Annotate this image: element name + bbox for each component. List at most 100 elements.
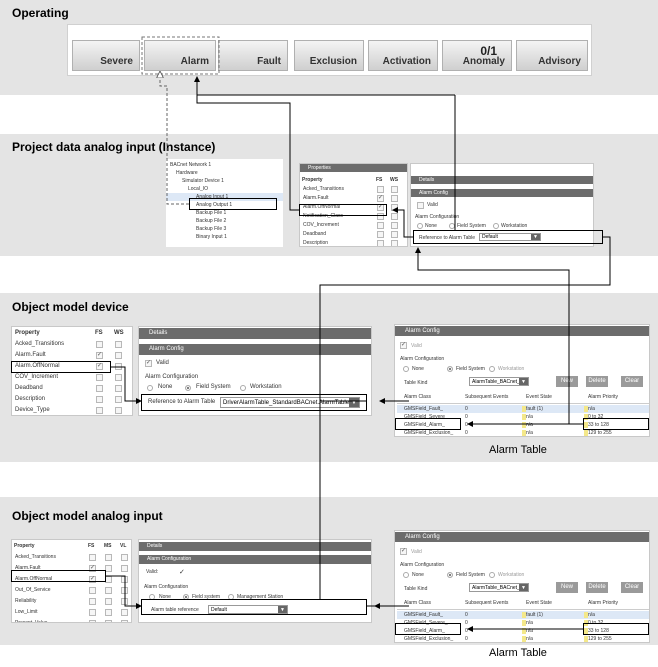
- prop-checkbox[interactable]: [121, 609, 128, 616]
- prop-checkbox[interactable]: ✓: [96, 352, 103, 359]
- analog-details-header[interactable]: Details: [139, 542, 371, 551]
- tree-item[interactable]: Analog Input 1: [166, 193, 283, 201]
- tree-item[interactable]: Backup File 1: [166, 209, 283, 217]
- prop-checkbox[interactable]: [89, 587, 96, 594]
- prop-checkbox[interactable]: ✓: [89, 576, 96, 583]
- prop-checkbox[interactable]: [121, 554, 128, 561]
- device_table-header[interactable]: Alarm Config: [395, 326, 649, 336]
- project-valid-checkbox[interactable]: [417, 202, 424, 209]
- analog_table-radio[interactable]: [489, 572, 495, 578]
- project-ref-dropdown[interactable]: Default▼: [479, 233, 541, 241]
- operating-button-fault[interactable]: Fault: [218, 40, 288, 71]
- project-radio-none[interactable]: [417, 223, 423, 229]
- prop-checkbox[interactable]: [89, 609, 96, 616]
- tree-item[interactable]: Backup File 3: [166, 225, 283, 233]
- project-alarm-config-header[interactable]: Alarm Config: [411, 189, 593, 197]
- prop-checkbox[interactable]: [89, 554, 96, 561]
- tree-item[interactable]: Analog Output 1: [166, 201, 283, 209]
- device_table-delete-button[interactable]: Delete: [586, 376, 608, 387]
- device_table-new-button[interactable]: New: [556, 376, 578, 387]
- prop-checkbox[interactable]: [377, 186, 384, 193]
- analog_table-valid-checkbox[interactable]: ✓: [400, 548, 407, 555]
- prop-checkbox[interactable]: [96, 407, 103, 414]
- tree-item[interactable]: BACnet Network 1: [166, 161, 283, 169]
- prop-checkbox[interactable]: ✓: [89, 565, 96, 572]
- operating-button-activation[interactable]: Activation: [368, 40, 438, 71]
- operating-button-exclusion[interactable]: Exclusion: [294, 40, 364, 71]
- analog_table-radio[interactable]: [403, 572, 409, 578]
- tree-item[interactable]: Local_IO: [166, 185, 283, 193]
- analog_table-clear-button[interactable]: Clear: [621, 582, 643, 593]
- analog-alarm-configuration-header[interactable]: Alarm Configuration: [139, 555, 371, 564]
- analog_table-header[interactable]: Alarm Config: [395, 532, 649, 542]
- device-alarm-config-header[interactable]: Alarm Config: [139, 344, 371, 355]
- device-radio-workstation[interactable]: [240, 385, 246, 391]
- prop-checkbox[interactable]: [105, 609, 112, 616]
- prop-checkbox[interactable]: [391, 195, 398, 202]
- device_table-radio[interactable]: [489, 366, 495, 372]
- prop-checkbox[interactable]: [96, 374, 103, 381]
- prop-checkbox[interactable]: [391, 186, 398, 193]
- prop-checkbox[interactable]: [115, 352, 122, 359]
- prop-checkbox[interactable]: [105, 587, 112, 594]
- device-details-header[interactable]: Details: [139, 328, 371, 339]
- project-details-header[interactable]: Details: [411, 176, 593, 184]
- prop-checkbox[interactable]: [121, 620, 128, 622]
- device-radio-none[interactable]: [147, 385, 153, 391]
- project-radio-workstation[interactable]: [493, 223, 499, 229]
- tree-item[interactable]: Simulator Device 1: [166, 177, 283, 185]
- device_table-radio[interactable]: [403, 366, 409, 372]
- prop-checkbox[interactable]: [391, 222, 398, 229]
- prop-checkbox[interactable]: [105, 565, 112, 572]
- prop-checkbox[interactable]: [96, 396, 103, 403]
- tree-item[interactable]: Hardware: [166, 169, 283, 177]
- prop-checkbox[interactable]: [391, 213, 398, 220]
- device-ref-dropdown[interactable]: DriverAlarmTable_StandardBACnet.AlarmTab…: [220, 397, 360, 408]
- operating-button-severe[interactable]: Severe: [72, 40, 140, 71]
- prop-checkbox[interactable]: [115, 407, 122, 414]
- prop-checkbox[interactable]: [377, 231, 384, 238]
- analog-ref-dropdown[interactable]: Default▼: [208, 605, 288, 614]
- prop-checkbox[interactable]: [105, 554, 112, 561]
- prop-checkbox[interactable]: [115, 385, 122, 392]
- device-valid-checkbox[interactable]: ✓: [145, 360, 152, 367]
- device_table-clear-button[interactable]: Clear: [621, 376, 643, 387]
- prop-checkbox[interactable]: [377, 222, 384, 229]
- operating-button-alarm[interactable]: Alarm: [144, 40, 216, 71]
- device_table-valid-checkbox[interactable]: ✓: [400, 342, 407, 349]
- operating-button-advisory[interactable]: Advisory: [516, 40, 588, 71]
- tree-item[interactable]: Backup File 2: [166, 217, 283, 225]
- analog_table-radio[interactable]: [447, 572, 453, 578]
- prop-checkbox[interactable]: [391, 231, 398, 238]
- device_table-radio[interactable]: [447, 366, 453, 372]
- prop-checkbox[interactable]: [96, 385, 103, 392]
- device_table-table-kind-dropdown[interactable]: AlarmTable_BACnet_Standard▼: [469, 377, 529, 386]
- prop-checkbox[interactable]: [89, 598, 96, 605]
- prop-checkbox[interactable]: [391, 240, 398, 246]
- prop-checkbox[interactable]: [377, 240, 384, 246]
- device-radio-field-system[interactable]: [185, 385, 191, 391]
- prop-checkbox[interactable]: [105, 620, 112, 622]
- prop-checkbox[interactable]: [121, 565, 128, 572]
- prop-checkbox[interactable]: [115, 396, 122, 403]
- analog_table-table-kind-dropdown[interactable]: AlarmTable_BACnet_Standard▼: [469, 583, 529, 592]
- tree-item[interactable]: Binary Input 1: [166, 233, 283, 241]
- prop-checkbox[interactable]: ✓: [377, 195, 384, 202]
- analog-valid-check-icon[interactable]: ✓: [179, 569, 185, 576]
- prop-checkbox[interactable]: [115, 374, 122, 381]
- prop-checkbox[interactable]: [115, 341, 122, 348]
- prop-checkbox[interactable]: [96, 341, 103, 348]
- prop-checkbox[interactable]: [105, 598, 112, 605]
- prop-checkbox[interactable]: [377, 213, 384, 220]
- analog_table-new-button[interactable]: New: [556, 582, 578, 593]
- prop-checkbox[interactable]: [89, 620, 96, 622]
- prop-checkbox[interactable]: ✓: [96, 363, 103, 370]
